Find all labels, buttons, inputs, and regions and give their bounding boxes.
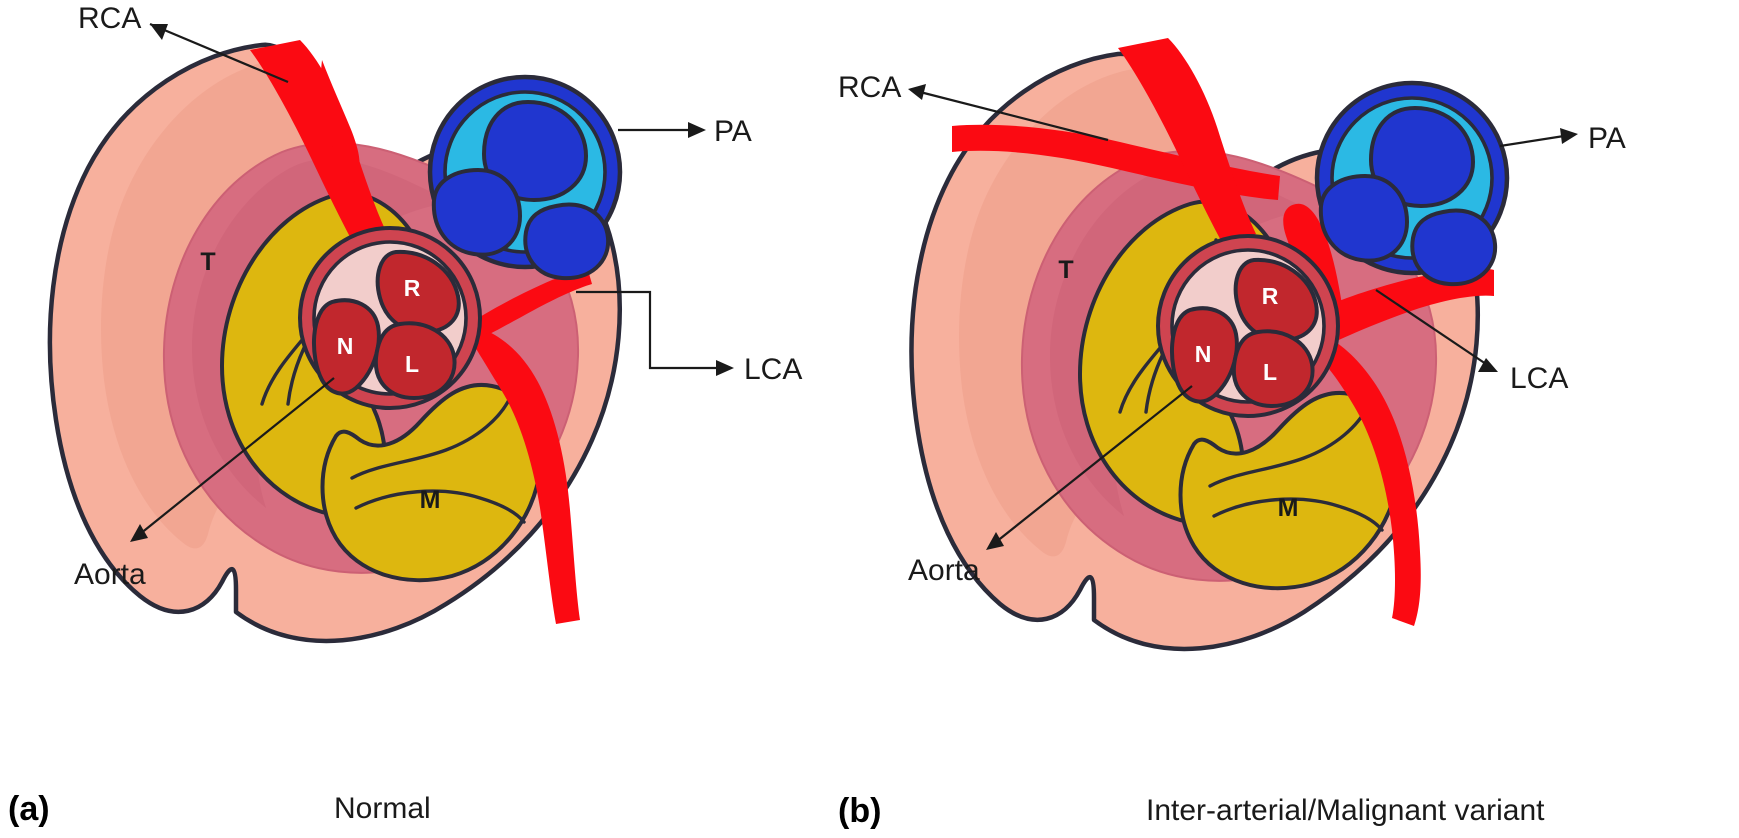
panel-b-chamber-label-m: M xyxy=(1278,494,1299,522)
panel-b-rca-superior xyxy=(1118,38,1256,246)
panel-a-leader-pa xyxy=(618,122,706,138)
panel-a-leader-rca xyxy=(149,22,289,84)
panel-a-caption: Normal xyxy=(334,792,431,825)
panel-a-rca-artery xyxy=(250,40,388,248)
panel-b-label-pa: PA xyxy=(1588,122,1626,155)
panel-a-cusp-label-r: R xyxy=(404,275,421,301)
panel-b-letter: (b) xyxy=(838,792,881,830)
panel-b-chamber-mitral-fold2 xyxy=(1212,497,1384,532)
panel-b-leader-rca xyxy=(908,84,1109,142)
panel-a-label-lca: LCA xyxy=(744,353,802,386)
panel-a-pa-cusp-top xyxy=(482,100,588,202)
panel-a-chamber-mitral-fold2 xyxy=(354,489,526,524)
panel-a-lca-artery xyxy=(478,270,592,338)
panel-b-label-lca: LCA xyxy=(1510,362,1568,395)
panel-a-lca-descending xyxy=(472,328,580,624)
panel-a-chamber-label-m: M xyxy=(420,486,441,514)
panel-a-chamber-label-t: T xyxy=(200,248,215,276)
panel-a-rca-branch xyxy=(318,60,360,184)
panel-a-cusp-non xyxy=(312,298,381,396)
panel-a-chamber-mitral-fold xyxy=(350,396,512,480)
panel-a-label-aorta: Aorta xyxy=(74,558,146,591)
panel-b-label-rca: RCA xyxy=(838,71,901,104)
panel-b-leader-aorta xyxy=(986,385,1193,550)
panel-b-caption: Inter-arterial/Malignant variant xyxy=(1146,794,1545,827)
panel-a-label-rca: RCA xyxy=(78,2,141,35)
panel-a-leader-aorta xyxy=(130,377,335,542)
panel-b-lca-descending xyxy=(1316,336,1421,626)
panel-a-leader-lca xyxy=(576,290,734,376)
panel-b-cusp-non xyxy=(1170,306,1239,404)
panel-b-cusp-left xyxy=(1231,329,1315,408)
panel-b-pa-cusp-top xyxy=(1369,106,1475,208)
panel-b-cusp-label-r: R xyxy=(1262,283,1279,309)
panel-a-pa-cusp-left xyxy=(431,168,522,257)
panel-b-chamber-mitral-fold xyxy=(1208,404,1370,488)
panel-b-cusp-label-l: L xyxy=(1263,359,1277,385)
panel-a-cusp-left xyxy=(373,321,457,400)
panel-a: R L N T M RCA PA LCA Ao xyxy=(8,2,802,828)
panel-a-pa-cusp-right xyxy=(523,202,611,281)
panel-b: R L N T M RCA PA LCA Aorta ( xyxy=(838,38,1626,830)
panel-a-letter: (a) xyxy=(8,790,50,828)
panel-b-leader-pa xyxy=(1499,128,1578,148)
panel-b-chamber-label-t: T xyxy=(1058,256,1073,284)
panel-a-myocardium-shade xyxy=(192,158,452,508)
panel-a-cusp-label-l: L xyxy=(405,351,419,377)
panel-b-pa-cusp-left xyxy=(1318,174,1409,263)
panel-b-myocardium-shade xyxy=(1050,166,1310,516)
panel-b-leader-lca xyxy=(1375,289,1498,372)
panel-b-pa-cusp-right xyxy=(1410,208,1498,287)
panel-a-label-pa: PA xyxy=(714,115,752,148)
panel-b-cusp-label-n: N xyxy=(1195,341,1212,367)
panel-b-label-aorta: Aorta xyxy=(908,554,980,587)
panel-a-cusp-label-n: N xyxy=(337,333,354,359)
